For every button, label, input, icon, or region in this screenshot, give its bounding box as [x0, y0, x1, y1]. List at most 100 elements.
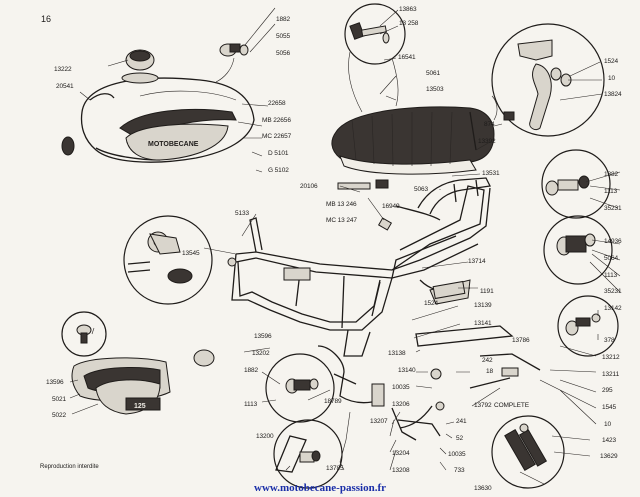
- part-label-20541: 20541: [56, 83, 74, 90]
- part-label-1524-top: 1524: [604, 58, 619, 65]
- part-label-13141: 13141: [474, 320, 492, 327]
- copyright-note: Reproduction interdite: [40, 464, 99, 470]
- part-label-22658: 22658: [268, 100, 286, 107]
- part-label-14936: 14936: [604, 238, 622, 245]
- part-label-5101: D 5101: [268, 150, 289, 157]
- part-label-13630: 13630: [474, 485, 492, 492]
- detail-circle-3: [557, 295, 619, 357]
- part-label-13142: 13142: [604, 305, 622, 312]
- part-label-13207: 13207: [370, 418, 388, 425]
- part-label-18: 18: [486, 368, 494, 375]
- part-label-10035-bottom: 10035: [448, 451, 466, 458]
- detail-circle-footpeg: [491, 415, 565, 489]
- part-label-18789: 18789: [324, 398, 342, 405]
- leader-lines: [69, 7, 621, 485]
- part-label-10035-top: 10035: [392, 384, 410, 391]
- part-label-13824: 13824: [604, 91, 622, 98]
- part-label-1524-mid: 1524: [424, 300, 439, 307]
- side-cover-left: 125: [71, 357, 171, 415]
- part-label-241: 241: [456, 418, 467, 425]
- part-label-13247: MC 13 247: [326, 217, 357, 224]
- part-label-52: 52: [456, 435, 464, 442]
- detail-circle-1: [541, 149, 611, 219]
- detail-circle-screw: [61, 311, 107, 357]
- part-label-5056: 5056: [276, 50, 291, 57]
- part-label-5061: 5061: [426, 70, 441, 77]
- part-label-complete: COMPLETE: [494, 402, 529, 409]
- part-label-13258: 13 258: [399, 20, 419, 27]
- part-label-35231-right: 35231: [604, 205, 622, 212]
- seat-hinge-bracket: [503, 39, 572, 131]
- part-label-20106: 20106: [300, 183, 318, 190]
- detail-circle: [344, 3, 406, 65]
- detail-circle-clamp: [123, 215, 213, 305]
- part-label-16949: 16949: [382, 203, 400, 210]
- part-label-10-right: 10: [604, 421, 612, 428]
- part-label-16541: 16541: [398, 54, 416, 61]
- part-label-13786: 13786: [512, 337, 530, 344]
- seat-bolt: [349, 22, 390, 44]
- fuel-tank: MOTOBECANE: [61, 49, 255, 163]
- page-number: 16: [41, 14, 52, 24]
- part-label-13222: 13222: [54, 66, 72, 73]
- part-label-733: 733: [454, 467, 465, 474]
- part-label-1882-right: 1882: [604, 171, 619, 178]
- part-label-13204: 13204: [392, 450, 410, 457]
- spacer-tube: [337, 182, 371, 190]
- part-label-35231-right2: 35231: [604, 288, 622, 295]
- part-label-5064: 5064: [604, 255, 619, 262]
- part-label-295: 295: [602, 387, 613, 394]
- tank-logo: MOTOBECANE: [148, 141, 199, 148]
- detail-circle-bracket: [491, 23, 605, 137]
- tank-knob: [219, 43, 249, 57]
- part-label-13531: 13531: [482, 170, 500, 177]
- part-label-13545: 13545: [182, 250, 200, 257]
- part-label-13206: 13206: [392, 401, 410, 408]
- footrest-bracket: [432, 280, 466, 300]
- center-stand: [317, 345, 441, 441]
- part-label-1113-right2: 1113: [604, 272, 618, 279]
- part-label-13202: 13202: [252, 350, 270, 357]
- part-label-1882-left: 1882: [244, 367, 259, 374]
- part-label-13140: 13140: [398, 367, 416, 374]
- part-label-13863: 13863: [399, 6, 417, 13]
- part-label-13208: 13208: [392, 467, 410, 474]
- side-cover-logo: 125: [134, 403, 146, 410]
- detail-circle-4: [265, 353, 335, 423]
- bolt-washer: [565, 313, 601, 336]
- part-label-13785: 13785: [326, 465, 344, 472]
- bushing-stack: [556, 233, 596, 256]
- part-label-874: 874: [484, 121, 495, 128]
- side-stand: [275, 435, 321, 473]
- part-label-13392: 13392: [478, 138, 496, 145]
- footrest-bar: [399, 325, 541, 429]
- part-label-1882-top: 1882: [276, 16, 291, 23]
- handlebar-clamp: [127, 231, 193, 284]
- part-label-5022: 5022: [52, 412, 67, 419]
- part-label-10-top: 10: [608, 75, 616, 82]
- part-label-1423: 1423: [602, 437, 617, 444]
- part-label-5021: 5021: [52, 396, 67, 403]
- part-label-13503: 13503: [426, 86, 444, 93]
- part-label-13246: MB 13 246: [326, 201, 357, 208]
- part-label-22657: MC 22657: [262, 133, 292, 140]
- seat: [331, 106, 495, 175]
- part-label-1113-right: 1113: [604, 188, 618, 195]
- part-label-13792: 13792: [474, 402, 492, 409]
- part-label-378: 378: [604, 337, 615, 344]
- part-label-13596-left: 13596: [46, 379, 64, 386]
- part-label-13211: 13211: [602, 371, 620, 378]
- part-label-1113-left: 1113: [244, 401, 258, 408]
- part-label-22656: MB 22656: [262, 117, 291, 124]
- part-label-1191: 1191: [480, 288, 494, 295]
- site-url-link[interactable]: www.motobecane-passion.fr: [254, 482, 386, 494]
- bolt-assembly: [285, 378, 319, 394]
- part-label-5133: 5133: [235, 210, 250, 217]
- side-cover-bolt: [193, 349, 215, 367]
- part-label-13629: 13629: [600, 453, 618, 460]
- detail-circle-2: [543, 215, 613, 285]
- part-label-13212: 13212: [602, 354, 620, 361]
- rear-subframe: [395, 177, 491, 221]
